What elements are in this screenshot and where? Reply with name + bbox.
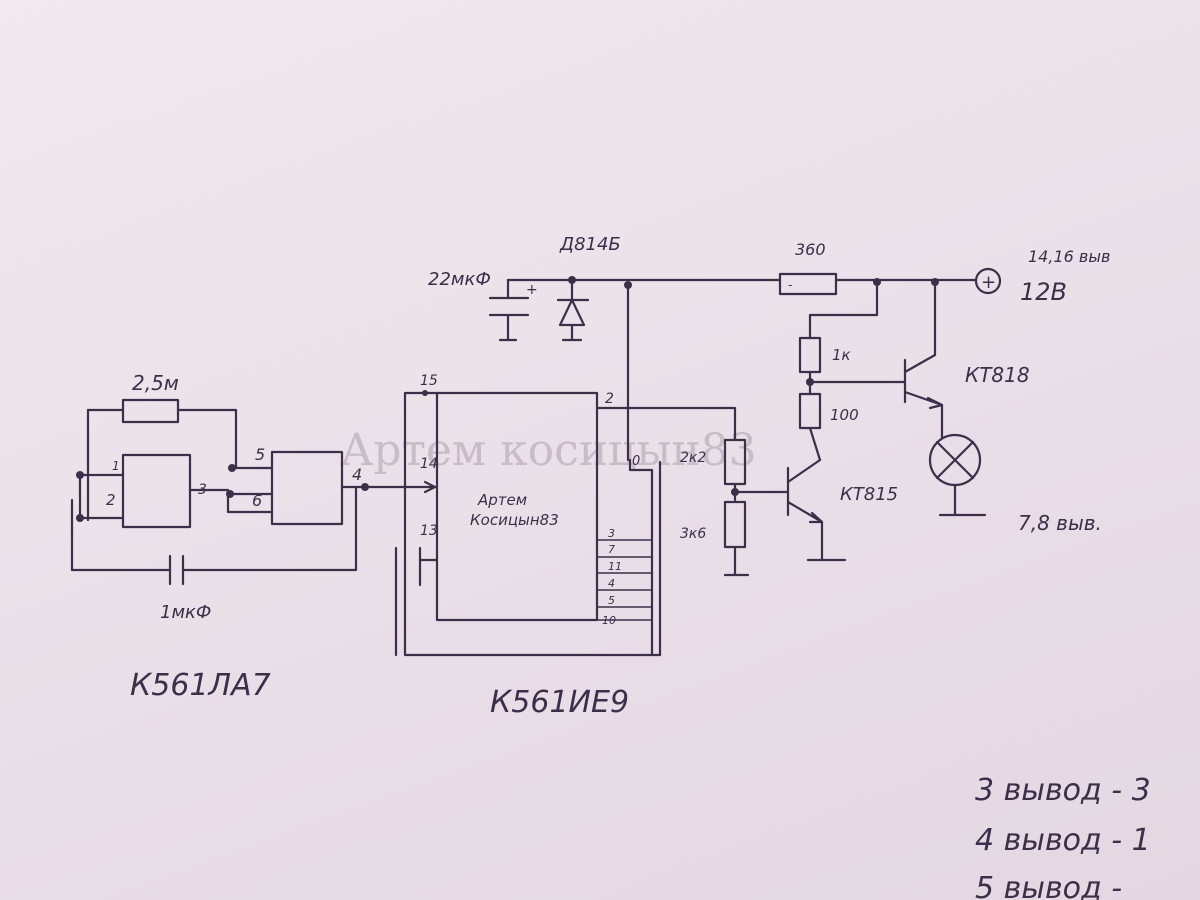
label-supply: 12В: [1020, 278, 1067, 306]
label-resistor-1k: 1к: [832, 346, 851, 364]
zener-diode: [556, 278, 590, 342]
resistor-100: [798, 392, 822, 430]
label-resistor-2m5: 2,5м: [132, 371, 179, 395]
label-capacitor-22uf: 22мкФ: [428, 269, 491, 290]
resistor-2m5: [121, 398, 180, 424]
resistor-360: [778, 272, 838, 296]
pin-13-label: 13: [420, 523, 438, 539]
label-capacitor-1uf: 1мкФ: [160, 602, 211, 623]
label-resistor-2k2: 2к2: [680, 450, 706, 466]
label-resistor-360: 360: [795, 240, 826, 259]
pin-2-counter-label: 2: [605, 391, 614, 407]
output-stage: 2к2 3к6 КТ815 1к 100 КТ818 7,8 выв.: [680, 280, 1102, 577]
pin-1-label: 1: [112, 459, 120, 473]
pin-5-label: 5: [255, 445, 265, 464]
pin-6-label: 6: [252, 491, 262, 510]
pin-3-label: 3: [198, 482, 207, 498]
counter-block: 15 14 13 Артем Косицын83 2 0 3 7 11 4 5 …: [394, 373, 737, 720]
out-pin-7: 7: [608, 543, 615, 556]
watermark-text: Артем косицын83: [340, 425, 757, 476]
supply-terminal: [974, 267, 1002, 295]
chip-counter: [435, 391, 599, 622]
label-kt815: КТ815: [840, 484, 898, 505]
label-ground-pins: 7,8 выв.: [1018, 511, 1102, 535]
power-rail: + 22мкФ Д814Б - 360 + 12В 14,16 выв: [428, 234, 1110, 462]
transistor-kt815: [733, 458, 847, 562]
resistor-1k: [798, 336, 822, 374]
resistor-3k6: [723, 500, 747, 549]
transistor-kt818: [808, 280, 944, 440]
gate-1: [121, 453, 192, 529]
res-360-minus: -: [788, 278, 792, 292]
chip-left-label: К561ЛА7: [130, 668, 271, 703]
pin-15-label: 15: [420, 373, 438, 389]
chip-inner-line1: Артем: [477, 491, 527, 509]
chip-right-label: К561ИЕ9: [490, 685, 629, 720]
label-supply-pins: 14,16 выв: [1028, 247, 1110, 266]
label-resistor-3k6: 3к6: [680, 526, 706, 542]
oscillator-block: 2,5м 1 2 3 5 6 4 1мкФ К561ЛА7: [70, 371, 437, 703]
pin-14-label: 14: [420, 456, 438, 472]
resistor-2m5-wire: [86, 408, 238, 470]
pin-0-label: 0: [632, 454, 640, 469]
out-pin-4: 4: [608, 577, 615, 590]
label-zener: Д814Б: [559, 234, 621, 255]
label-kt818: КТ818: [965, 363, 1030, 387]
gate-2: [270, 450, 344, 526]
note-line-1: 3 вывод - 3: [975, 773, 1151, 808]
note-line-2: 4 вывод - 1: [975, 823, 1151, 858]
chip-inner-line2: Косицын83: [470, 511, 559, 529]
cap-22uf-plus: +: [526, 282, 538, 298]
capacitor-1uf: [168, 554, 185, 586]
note-line-3: 5 вывод -: [975, 871, 1122, 900]
capacitor-22uf: [488, 278, 530, 342]
pin-2-label: 2: [106, 491, 116, 509]
out-pin-10: 10: [602, 614, 616, 627]
out-pin-3: 3: [608, 527, 615, 540]
pin-4-label: 4: [352, 465, 362, 484]
out-pin-5: 5: [608, 594, 615, 607]
supply-plus: +: [981, 272, 996, 293]
out-pin-11: 11: [608, 560, 622, 573]
label-resistor-100: 100: [830, 406, 859, 424]
pin-notes: 3 вывод - 3 4 вывод - 1 5 вывод -: [975, 773, 1151, 900]
